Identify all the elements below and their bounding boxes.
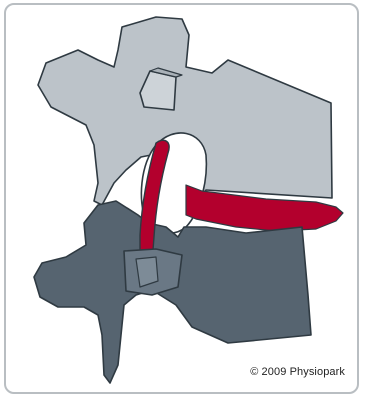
copyright-text: © 2009 Physiopark bbox=[250, 366, 345, 378]
figure-frame: © 2009 Physiopark bbox=[4, 3, 359, 394]
spine-illustration bbox=[33, 16, 344, 384]
lower-facet-detail bbox=[135, 256, 159, 288]
herniated-disc bbox=[185, 184, 344, 232]
upper-facet-shadow bbox=[149, 67, 183, 78]
upper-vertebra bbox=[37, 16, 333, 206]
